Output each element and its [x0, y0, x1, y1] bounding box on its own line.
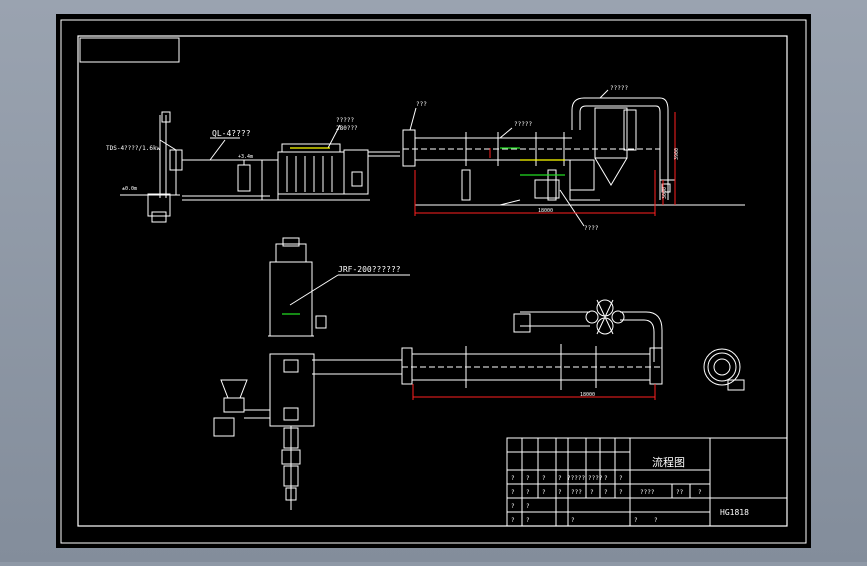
rotary-dryer-bottom [401, 299, 663, 390]
tb-r4-c4: ? [634, 517, 638, 524]
title-block [506, 437, 788, 527]
tb-r1-c1: ? [511, 475, 515, 482]
label-bottom-equip: ???? [584, 225, 599, 232]
label-drum: ????? [514, 121, 532, 128]
tb-r1-c6: ???? [588, 475, 603, 482]
label-burner-code: 280??? [336, 125, 358, 132]
tb-r4-c3: ? [571, 517, 575, 524]
dim-top-drum: 18000 [538, 208, 553, 214]
cyclone-duct-top [534, 97, 675, 201]
drawing-sheet [56, 14, 811, 548]
title-block-title: 流程图 [652, 455, 685, 469]
label-pump-spec: TDS-4????/1.6kw [106, 145, 161, 152]
tb-r1-c7: ? [604, 475, 608, 482]
label-furnace: JRF-200?????? [338, 265, 401, 274]
fan-wheel [703, 348, 745, 391]
dim-vert-2: 3900 [674, 148, 680, 160]
leader-bottom-equip [559, 189, 585, 227]
tb-r4-c5: ? [654, 517, 658, 524]
tb-r1-c5: ????? [567, 475, 585, 482]
feed-pump-tower [120, 111, 183, 223]
inner-frame [77, 35, 788, 527]
heat-exchanger [261, 124, 400, 201]
tb-r2-c4: ? [558, 489, 562, 496]
leader-feed [409, 107, 417, 131]
leader-furnace [289, 274, 339, 306]
title-block-mid-q1: ?? [676, 489, 684, 496]
title-block-mid-label: ???? [640, 489, 655, 496]
tb-r4-c1: ? [511, 517, 515, 524]
tb-r2-c6: ? [590, 489, 594, 496]
label-level-left: ±0.0m [122, 186, 137, 192]
label-burner-top: ????? [336, 117, 354, 124]
tb-r1-c2: ? [526, 475, 530, 482]
label-level-mid: +3.4m [238, 154, 253, 160]
hot-air-furnace [213, 237, 402, 510]
highlights [282, 147, 565, 315]
dim-bottom-drum: 18000 [580, 392, 595, 398]
tb-r2-c5: ??? [571, 489, 582, 496]
label-feed: ??? [416, 101, 427, 108]
leader-cyclone [599, 89, 609, 99]
label-gas-line: QL-4???? [212, 129, 251, 138]
corner-label-box [79, 37, 180, 63]
title-block-mid-q2: ? [698, 489, 702, 496]
tb-r4-c2: ? [526, 517, 530, 524]
rotary-dryer-top [402, 129, 745, 206]
tb-r1-c3: ? [542, 475, 546, 482]
tb-r1-c8: ? [619, 475, 623, 482]
tb-r3-c2: ? [526, 503, 530, 510]
dimension-lines [412, 112, 676, 400]
tb-r1-c4: ? [558, 475, 562, 482]
tb-r3-c1: ? [511, 503, 515, 510]
title-block-drawing-no: HG1818 [720, 508, 749, 517]
tb-r2-c8: ? [619, 489, 623, 496]
tb-r2-c3: ? [542, 489, 546, 496]
outer-frame [60, 19, 807, 544]
dim-vert-1: 3000 [662, 187, 668, 199]
tb-r2-c7: ? [604, 489, 608, 496]
tb-r2-c2: ? [526, 489, 530, 496]
tb-r2-c1: ? [511, 489, 515, 496]
leader-drum [499, 127, 513, 139]
label-cyclone: ????? [610, 85, 628, 92]
